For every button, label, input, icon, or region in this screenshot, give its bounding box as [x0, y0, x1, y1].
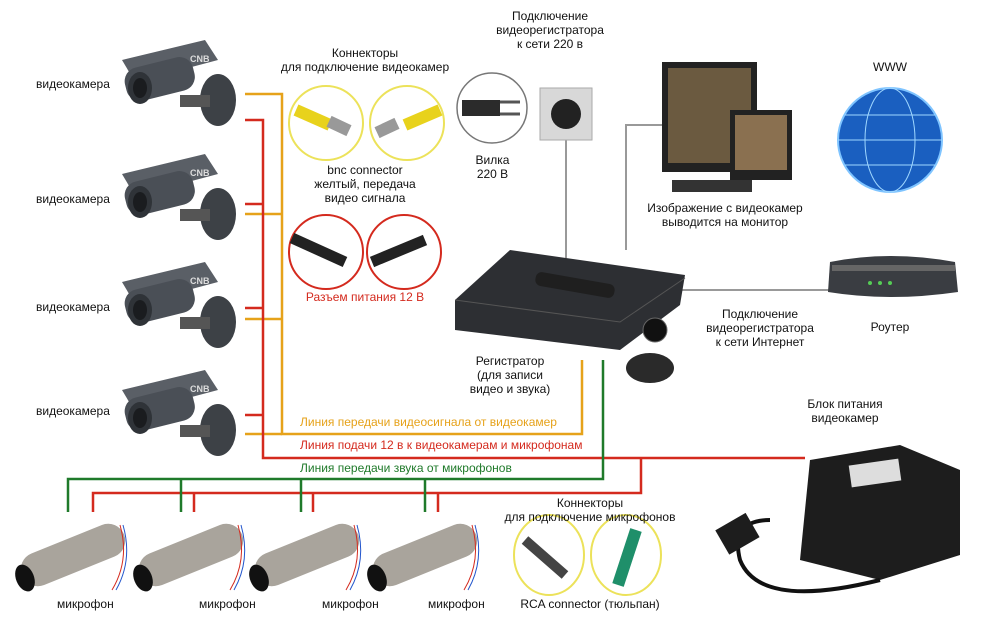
microphone-icon [128, 518, 249, 595]
globe-icon [837, 87, 943, 193]
bnc-caption-line: видео сигнала [324, 191, 406, 205]
recorder-caption-line: видео и звука) [469, 382, 551, 396]
microphone-icon [15, 523, 128, 592]
plug-socket-icons [456, 72, 593, 144]
svg-text:CNB: CNB [190, 54, 210, 64]
internet-caption: Подключение видеорегистратора к сети Инт… [700, 307, 820, 349]
router-label: Роутер [870, 320, 910, 334]
recorder-caption-line: Регистратор [475, 354, 545, 368]
camera-icon: CNB [122, 40, 236, 126]
rca-title-line: для подключение микрофонов [504, 510, 676, 524]
cameras: CNB [121, 40, 236, 456]
rca-connector-icons [513, 514, 662, 596]
internet-caption-line: видеорегистратора [706, 321, 814, 335]
bnc-caption: bnc connector желтый, передача видео сиг… [300, 163, 430, 205]
bnc-title-line: для подключение видеокамер [280, 60, 450, 74]
microphone-icon [362, 518, 483, 595]
bnc-connector-icons [288, 85, 445, 290]
microphone-label: микрофон [57, 597, 114, 611]
plug-caption-line: Вилка [475, 153, 510, 167]
recorder-caption-line: (для записи [477, 368, 543, 382]
camera-label: видеокамера [36, 300, 110, 314]
psu-caption-line: Блок питания [807, 397, 883, 411]
rca-title: Коннекторы для подключение микрофонов [500, 496, 680, 524]
psu-caption: Блок питания видеокамер [790, 397, 900, 425]
bnc-caption-line: bnc connector [327, 163, 403, 177]
mains-title-line: видеорегистратора [496, 23, 604, 37]
mains-title-line: Подключение [511, 9, 589, 23]
legend-power-line: Линия подачи 12 в к видеокамерам и микро… [300, 438, 583, 452]
legend-video-line: Линия передачи видеосигнала от видеокаме… [300, 415, 557, 429]
microphone-label: микрофон [428, 597, 485, 611]
microphone-icon [244, 518, 365, 595]
mains-title: Подключение видеорегистратора к сети 220… [490, 9, 610, 51]
camera-icon [121, 370, 236, 456]
recorder-caption: Регистратор (для записи видео и звука) [455, 354, 565, 396]
power-supply-icon [715, 445, 960, 594]
camera-label: видеокамера [36, 404, 110, 418]
monitor-caption-line: Изображение с видеокамер [647, 201, 803, 215]
power-connector-caption: Разъем питания 12 В [305, 290, 425, 304]
bnc-caption-line: желтый, передача [314, 177, 416, 191]
rca-title-line: Коннекторы [556, 496, 624, 510]
rca-caption: RCA connector (тюльпан) [520, 597, 660, 611]
bnc-title: Коннекторы для подключение видеокамер [280, 46, 450, 74]
recorder-icon [454, 250, 686, 383]
monitor-caption-line: выводится на монитор [661, 215, 789, 229]
monitor-icon [662, 62, 792, 192]
psu-caption-line: видеокамер [811, 411, 879, 425]
internet-caption-line: Подключение [721, 307, 799, 321]
bnc-title-line: Коннекторы [331, 46, 399, 60]
plug-caption: Вилка 220 В [470, 153, 515, 181]
www-label: WWW [873, 60, 907, 74]
microphone-label: микрофон [322, 597, 379, 611]
power-line [91, 118, 805, 512]
camera-label: видеокамера [36, 77, 110, 91]
camera-icon [121, 262, 236, 348]
monitor-caption: Изображение с видеокамер выводится на мо… [640, 201, 810, 229]
audio-line [66, 360, 605, 512]
microphone-label: микрофон [199, 597, 256, 611]
router-icon [828, 256, 958, 297]
mains-title-line: к сети 220 в [516, 37, 584, 51]
legend-audio-line: Линия передачи звука от микрофонов [300, 461, 512, 475]
internet-caption-line: к сети Интернет [715, 335, 805, 349]
microphones [15, 518, 483, 595]
camera-label: видеокамера [36, 192, 110, 206]
plug-caption-line: 220 В [476, 167, 509, 181]
camera-icon [121, 154, 236, 240]
